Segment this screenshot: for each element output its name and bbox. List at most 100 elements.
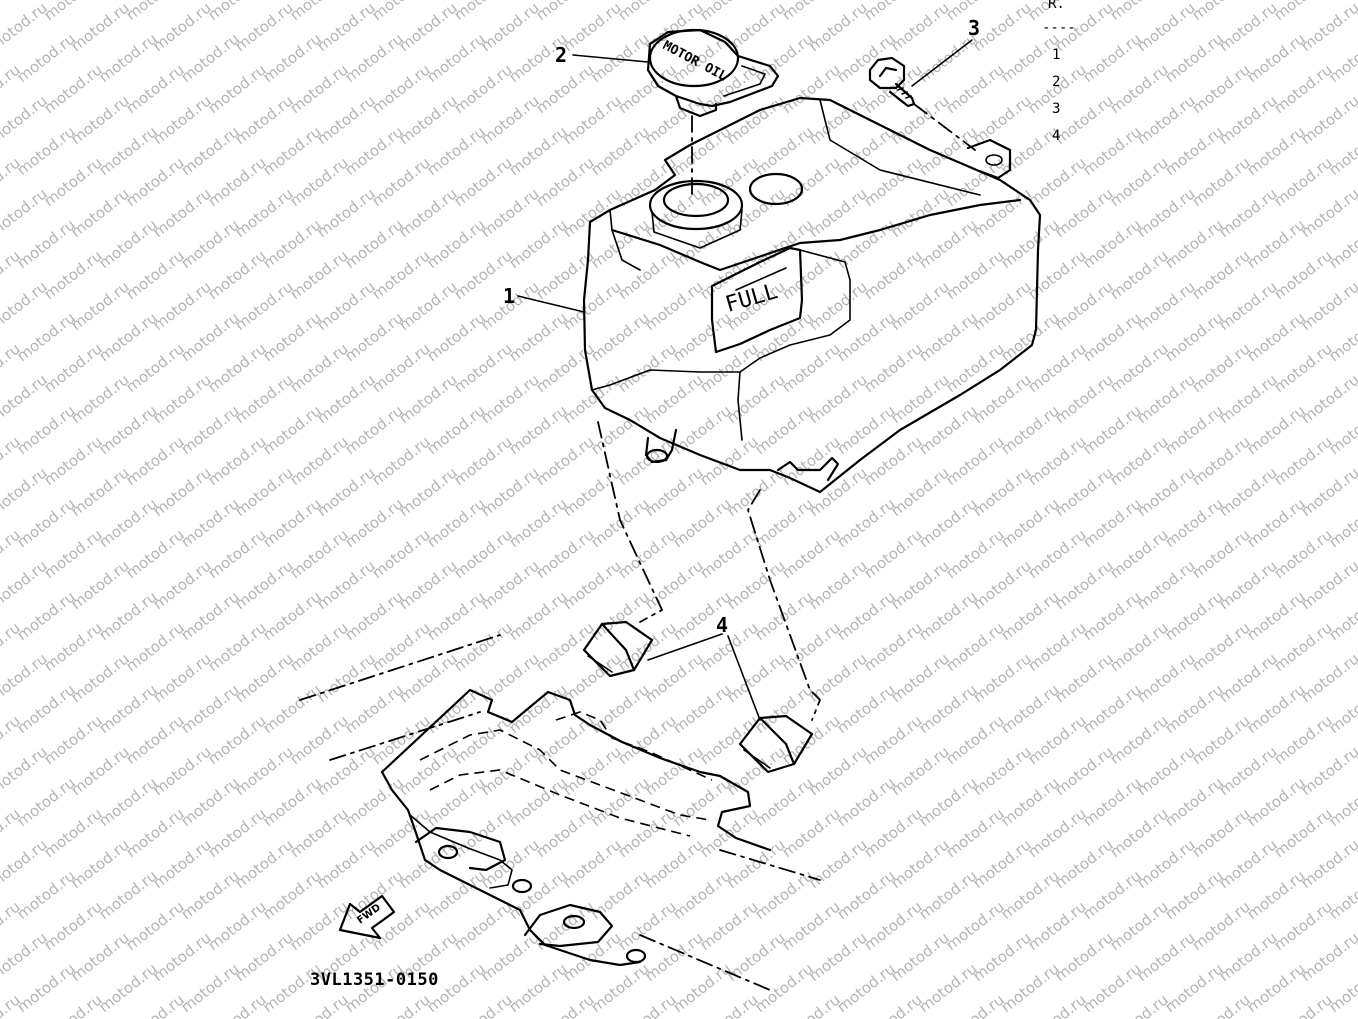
watermark-text: motod.ru <box>614 340 679 397</box>
watermark-text: motod.ru <box>805 278 870 335</box>
watermark-text: motod.ru <box>231 371 296 428</box>
watermark-text: motod.ru <box>1079 309 1144 366</box>
watermark-text: motod.ru <box>805 650 870 707</box>
watermark-text: motod.ru <box>259 588 324 645</box>
watermark-text: motod.ru <box>1051 836 1116 893</box>
watermark-text: motod.ru <box>368 247 433 304</box>
watermark-text: motod.ru <box>13 774 78 831</box>
watermark-text: motod.ru <box>1161 309 1226 366</box>
watermark-text: motod.ru <box>1051 278 1116 335</box>
watermark-text: motod.ru <box>997 402 1062 459</box>
watermark-text: motod.ru <box>231 557 296 614</box>
watermark-text: motod.ru <box>669 774 734 831</box>
watermark-text: motod.ru <box>1161 960 1226 1017</box>
watermark-text: motod.ru <box>805 743 870 800</box>
watermark-text: motod.ru <box>1079 588 1144 645</box>
watermark-text: motod.ru <box>641 929 706 986</box>
watermark-text: motod.ru <box>723 557 788 614</box>
watermark-text: motod.ru <box>1297 743 1358 800</box>
watermark-text: motod.ru <box>149 929 214 986</box>
watermark-text: motod.ru <box>723 464 788 521</box>
watermark-text: motod.ru <box>313 743 378 800</box>
watermark-text: motod.ru <box>559 0 624 55</box>
watermark-text: motod.ru <box>1161 588 1226 645</box>
watermark-text: motod.ru <box>805 464 870 521</box>
frame-bracket <box>299 634 821 991</box>
watermark-text: motod.ru <box>149 650 214 707</box>
watermark-text: motod.ru <box>587 216 652 273</box>
watermark-text: motod.ru <box>505 123 570 180</box>
watermark-text: motod.ru <box>67 650 132 707</box>
watermark-text: motod.ru <box>149 557 214 614</box>
watermark-text: motod.ru <box>1270 526 1335 583</box>
watermark-text: motod.ru <box>0 650 51 707</box>
watermark-text: motod.ru <box>641 464 706 521</box>
watermark-text: motod.ru <box>40 154 105 211</box>
drawing-code: 3VL1351-0150 <box>310 970 439 990</box>
watermark-text: motod.ru <box>423 774 488 831</box>
filler-neck <box>648 179 744 231</box>
watermark-text: motod.ru <box>95 774 160 831</box>
watermark-text: motod.ru <box>259 123 324 180</box>
watermark-text: motod.ru <box>723 650 788 707</box>
watermark-text: motod.ru <box>477 92 542 149</box>
watermark-text: motod.ru <box>669 681 734 738</box>
watermark-text: motod.ru <box>669 867 734 924</box>
watermark-text: motod.ru <box>0 185 51 242</box>
watermark-text: motod.ru <box>341 495 406 552</box>
watermark-text: motod.ru <box>1161 123 1226 180</box>
watermark-text: motod.ru <box>942 247 1007 304</box>
watermark-text: motod.ru <box>1243 309 1308 366</box>
watermark-text: motod.ru <box>969 185 1034 242</box>
watermark-text: motod.ru <box>0 278 51 335</box>
watermark-text: motod.ru <box>67 92 132 149</box>
watermark-text: motod.ru <box>532 712 597 769</box>
watermark-text: motod.ru <box>1106 619 1171 676</box>
watermark-text: motod.ru <box>1079 867 1144 924</box>
watermark-text: motod.ru <box>13 402 78 459</box>
watermark-text: motod.ru <box>13 30 78 87</box>
watermark-text: motod.ru <box>833 681 898 738</box>
watermark-text: motod.ru <box>286 619 351 676</box>
watermark-text: motod.ru <box>833 588 898 645</box>
watermark-text: motod.ru <box>1215 278 1280 335</box>
watermark-text: motod.ru <box>395 557 460 614</box>
watermark-text: motod.ru <box>1243 681 1308 738</box>
watermark-text: motod.ru <box>0 836 51 893</box>
watermark-text: motod.ru <box>259 681 324 738</box>
watermark-text: motod.ru <box>95 30 160 87</box>
watermark-text: motod.ru <box>177 309 242 366</box>
watermark-text: motod.ru <box>286 340 351 397</box>
watermark-text: motod.ru <box>1243 588 1308 645</box>
watermark-text: motod.ru <box>177 495 242 552</box>
watermark-text: motod.ru <box>13 495 78 552</box>
watermark-text: motod.ru <box>395 278 460 335</box>
watermark-text: motod.ru <box>1161 681 1226 738</box>
watermark-text: motod.ru <box>723 929 788 986</box>
watermark-text: motod.ru <box>641 371 706 428</box>
watermark-text: motod.ru <box>559 371 624 428</box>
watermark-text: motod.ru <box>641 557 706 614</box>
watermark-text: motod.ru <box>450 433 515 490</box>
watermark-text: motod.ru <box>641 836 706 893</box>
watermark-text: motod.ru <box>395 371 460 428</box>
watermark-text: motod.ru <box>969 464 1034 521</box>
watermark-text: motod.ru <box>915 681 980 738</box>
watermark-text: motod.ru <box>286 247 351 304</box>
watermark-text: motod.ru <box>1243 30 1308 87</box>
reference-header: R. <box>1048 0 1065 12</box>
watermark-text: motod.ru <box>751 30 816 87</box>
watermark-text: motod.ru <box>915 960 980 1017</box>
watermark-text: motod.ru <box>177 681 242 738</box>
watermark-text: motod.ru <box>177 867 242 924</box>
watermark-text: motod.ru <box>833 960 898 1017</box>
watermark-text: motod.ru <box>95 588 160 645</box>
watermark-text: motod.ru <box>969 92 1034 149</box>
watermark-text: motod.ru <box>149 0 214 55</box>
watermark-text: motod.ru <box>368 526 433 583</box>
callout-1: 1 <box>503 284 515 308</box>
watermark-text: motod.ru <box>122 340 187 397</box>
watermark-text: motod.ru <box>313 0 378 55</box>
watermark-text: motod.ru <box>1188 712 1253 769</box>
watermark-text: motod.ru <box>723 371 788 428</box>
